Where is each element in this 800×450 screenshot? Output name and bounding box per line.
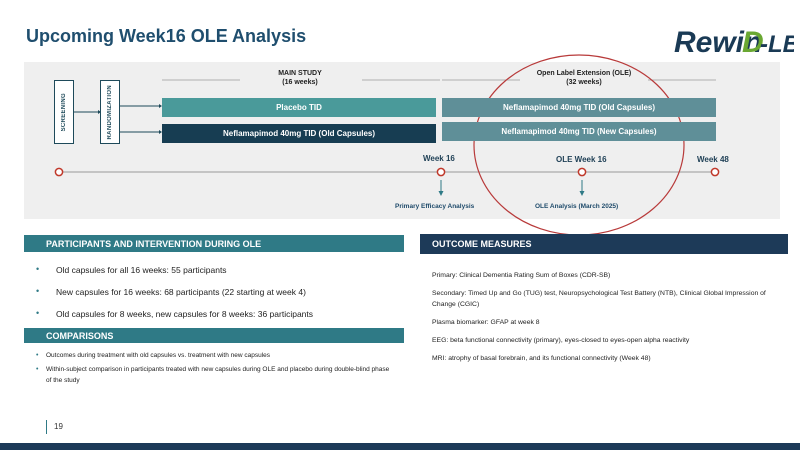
- ole-title: Open Label Extension (OLE): [536, 70, 632, 77]
- comparisons-header: COMPARISONS: [24, 328, 404, 343]
- footer-bar: [0, 443, 800, 450]
- outcome-measures-header: OUTCOME MEASURES: [420, 234, 788, 254]
- list-item: New capsules for 16 weeks: 68 participan…: [36, 286, 406, 309]
- list-item: Within-subject comparison in participant…: [36, 364, 396, 386]
- primary-efficacy-analysis: Primary Efficacy Analysis: [395, 203, 475, 210]
- week48-marker: [710, 167, 720, 177]
- screening-box: SCREENING: [54, 80, 74, 144]
- arrow-head-icon: [159, 104, 162, 108]
- logo-text-d: D: [742, 26, 764, 59]
- arrow-down-icon: [579, 191, 585, 196]
- week16-marker: [436, 167, 446, 177]
- list-item: Outcomes during treatment with old capsu…: [36, 350, 396, 361]
- week16-label: Week 16: [423, 154, 455, 163]
- ole-week16-marker: [577, 167, 587, 177]
- neflamapimod-new-ole-bar: Neflamapimod 40mg TID (New Capsules): [442, 122, 716, 141]
- outcome-secondary: Secondary: Timed Up and Go (TUG) test, N…: [432, 290, 766, 308]
- rewind-lb-logo: Rewin D -LB: [674, 26, 794, 59]
- participants-header: PARTICIPANTS AND INTERVENTION DURING OLE: [24, 235, 404, 252]
- placebo-bar: Placebo TID: [162, 98, 436, 117]
- neflamapimod-old-ole-bar: Neflamapimod 40mg TID (Old Capsules): [442, 98, 716, 117]
- timeline-start-marker: [54, 167, 64, 177]
- outcome-mri: MRI: atrophy of basal forebrain, and its…: [432, 355, 651, 362]
- outcome-measures-list: Primary: Clinical Dementia Rating Sum of…: [432, 270, 788, 371]
- ole-week16-label: OLE Week 16: [556, 155, 607, 164]
- arrow-down-icon: [438, 191, 444, 196]
- outcome-plasma: Plasma biomarker: GFAP at week 8: [432, 319, 540, 326]
- arrow-head-icon: [98, 110, 101, 114]
- list-item: Old capsules for 8 weeks, new capsules f…: [36, 308, 406, 331]
- outcome-eeg: EEG: beta functional connectivity (prima…: [432, 337, 690, 344]
- page-title: Upcoming Week16 OLE Analysis: [26, 26, 307, 46]
- outcome-primary: Primary: Clinical Dementia Rating Sum of…: [432, 272, 611, 279]
- ole-analysis: OLE Analysis (March 2025): [535, 203, 619, 210]
- participants-list: Old capsules for all 16 weeks: 55 partic…: [36, 264, 406, 331]
- arrow-head-icon: [159, 130, 162, 134]
- week48-label: Week 48: [697, 155, 729, 164]
- logo-text-rewin: Rewin: [674, 26, 762, 59]
- main-study-label: MAIN STUDY (16 weeks): [250, 69, 350, 87]
- comparisons-list: Outcomes during treatment with old capsu…: [36, 350, 396, 389]
- ole-duration: (32 weeks): [566, 79, 602, 86]
- main-study-duration: (16 weeks): [282, 79, 318, 86]
- ole-label: Open Label Extension (OLE) (32 weeks): [524, 69, 644, 87]
- neflamapimod-old-main-bar: Neflamapimod 40mg TID (Old Capsules): [162, 124, 436, 143]
- main-study-title: MAIN STUDY: [278, 70, 322, 77]
- list-item: Old capsules for all 16 weeks: 55 partic…: [36, 264, 406, 287]
- logo-text-lb: -LB: [760, 31, 794, 58]
- page-number: 19: [46, 420, 63, 434]
